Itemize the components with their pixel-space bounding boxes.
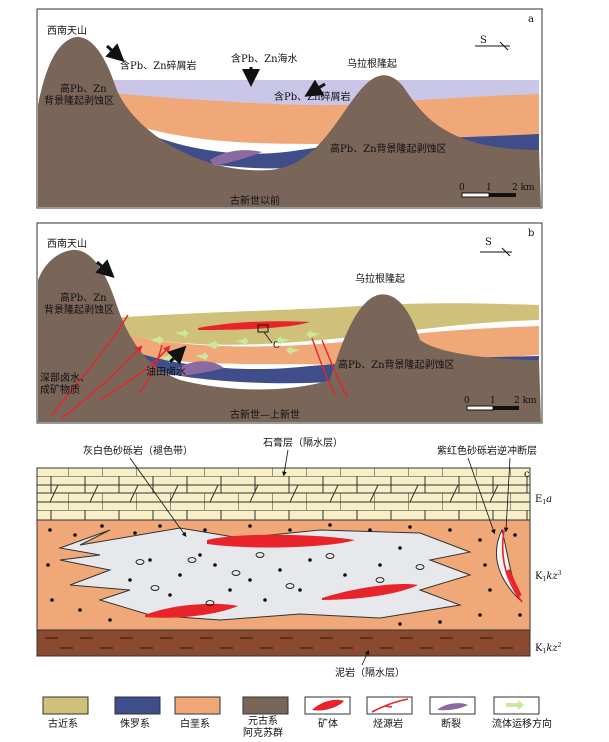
- paleogene-layer: [110, 303, 539, 345]
- fracture-shape-b: [178, 361, 224, 376]
- legend-swatch-jurassic: [114, 696, 161, 715]
- unit-k2-label: K1kz2: [535, 642, 562, 655]
- callout-line: [263, 331, 273, 344]
- scale-0-a: 0: [459, 183, 465, 193]
- legend-swatch-paleogene: [42, 696, 89, 715]
- north-arrow-b: S: [480, 237, 512, 257]
- unit-k3-label: K1kz3: [535, 570, 562, 583]
- legend-label-jurassic: 侏罗系: [120, 718, 150, 730]
- west-mountain-label-b: 西南天山: [47, 237, 87, 250]
- basement-layer: [38, 37, 541, 207]
- erosion-left-2-a: 背景隆起剥蚀区: [44, 94, 114, 107]
- legend: 古近系 侏罗系 白垩系 元古系 阿克苏群 矿体 烃源岩 断裂 流体运移方向: [42, 696, 552, 739]
- arrow-left-a: [105, 43, 125, 63]
- legend-label-paleogene: 古近系: [48, 717, 78, 730]
- fault-ore: [506, 569, 522, 597]
- legend-label-fracture: 断裂: [441, 717, 461, 730]
- clastics-left-label-a: 含Pb、Zn碎屑岩: [120, 59, 197, 72]
- arrow-right-a: [304, 79, 326, 97]
- gray-sandstone-label: 灰白色砂砾岩（褪色带）: [83, 444, 193, 457]
- callout-label: C: [273, 341, 280, 351]
- seawater-label-a: 含Pb、Zn海水: [231, 52, 298, 65]
- panel-c-tag: c: [524, 469, 530, 480]
- erosion-left-1-b: 高Pb、Zn: [60, 291, 107, 304]
- legend-swatch-cretaceous: [174, 696, 221, 715]
- faults-b: [51, 314, 349, 419]
- east-uplift-label-b: 乌拉根隆起: [355, 272, 405, 285]
- legend-label-source-rock: 烃源岩: [373, 717, 403, 730]
- red-fault-arrow-2: [503, 457, 511, 533]
- legend-swatch-fracture: [429, 696, 476, 715]
- scale-0-b: 0: [464, 396, 470, 406]
- unit-e-label: E1a: [535, 494, 552, 506]
- ore-body-2: [322, 584, 418, 600]
- legend-label-fluid-flow: 流体运移方向: [492, 717, 552, 730]
- era-label-b: 古新世—上新世: [230, 408, 300, 421]
- erosion-left-2-b: 背景隆起剥蚀区: [44, 303, 114, 316]
- legend-swatch-source-rock: [366, 696, 413, 715]
- legend-label-proterozoic-1: 元古系: [248, 714, 278, 727]
- gypsum-layer: [36, 467, 531, 521]
- east-uplift-label-a: 乌拉根隆起: [347, 57, 397, 70]
- scale-1-b: 1: [490, 396, 496, 406]
- mudstone-dashes: [45, 637, 513, 649]
- arrow-left-b: [95, 259, 115, 279]
- panel-a: a 西南天山 含Pb、Zn碎屑岩 含Pb、Zn海水 乌拉根隆起 含Pb、Zn碎屑…: [36, 8, 543, 209]
- legend-swatch-fluid-flow: [493, 696, 540, 715]
- scale-2-a: 2 km: [512, 183, 535, 193]
- panel-b: C b 西南天山 乌拉根隆起 高Pb、Zn 背景隆起剥蚀区 高Pb、Zn背景: [36, 222, 543, 424]
- scale-bar-a: 0 1 2 km: [459, 183, 535, 198]
- ore-body-3: [145, 603, 238, 618]
- erosion-right-a: 高Pb、Zn背景隆起剥蚀区: [330, 142, 447, 155]
- legend-label-proterozoic-2: 阿克苏群: [243, 726, 283, 738]
- north-arrow-a: S: [475, 35, 510, 51]
- red-fault-arrow-1: [467, 457, 496, 535]
- panel-b-tag: b: [528, 228, 534, 239]
- north-letter-b: S: [485, 237, 492, 248]
- thrust-fault-line: [501, 529, 523, 603]
- mudstone-label: 泥岩（隔水层）: [335, 666, 405, 679]
- north-letter-a: S: [480, 35, 487, 46]
- arrow-oil-b: [167, 345, 187, 365]
- era-label-a: 古新世以前: [230, 194, 280, 207]
- callout-box: [257, 324, 269, 333]
- scale-bar-b: 0 1 2 km: [464, 396, 537, 411]
- sandstone-dots: [46, 523, 522, 626]
- scale-1-a: 1: [486, 183, 492, 193]
- legend-label-orebody: 矿体: [318, 717, 338, 730]
- scale-2-b: 2 km: [514, 396, 537, 406]
- ore-lens-b: [198, 321, 310, 330]
- oilfield-water-label: 油田卤水: [146, 365, 186, 378]
- legend-swatch-orebody: [304, 696, 351, 715]
- gypsum-label: 石膏层（隔水层）: [263, 436, 343, 449]
- legend-swatch-proterozoic: [242, 696, 289, 715]
- panel-c: 石膏层（隔水层） 灰白色砂砾岩（褪色带） 紫红色砂砾岩逆冲断层 c E1a K1…: [36, 436, 562, 679]
- red-fault-label: 紫红色砂砾岩逆冲断层: [437, 444, 537, 457]
- brine-label-2: 成矿物质: [40, 383, 80, 396]
- erosion-right-b: 高Pb、Zn背景隆起剥蚀区: [338, 358, 455, 371]
- pebble-ovals: [135, 552, 425, 606]
- mudstone-layer: [36, 629, 531, 657]
- gypsum-arrow: [282, 449, 289, 477]
- erosion-left-1-a: 高Pb、Zn: [60, 82, 107, 95]
- legend-label-cretaceous: 白垩系: [180, 717, 210, 730]
- west-mountain-label-a: 西南天山: [47, 24, 87, 37]
- gypsum-diagonals: [49, 484, 499, 503]
- ore-body-1: [207, 534, 355, 548]
- panel-a-tag: a: [528, 14, 534, 25]
- gray-sandstone-arrow: [129, 457, 187, 537]
- mudstone-arrow: [361, 649, 370, 666]
- fracture-shape: [210, 150, 262, 166]
- brine-label-1: 深部卤水、: [40, 371, 90, 384]
- basement-layer-b: [38, 249, 541, 422]
